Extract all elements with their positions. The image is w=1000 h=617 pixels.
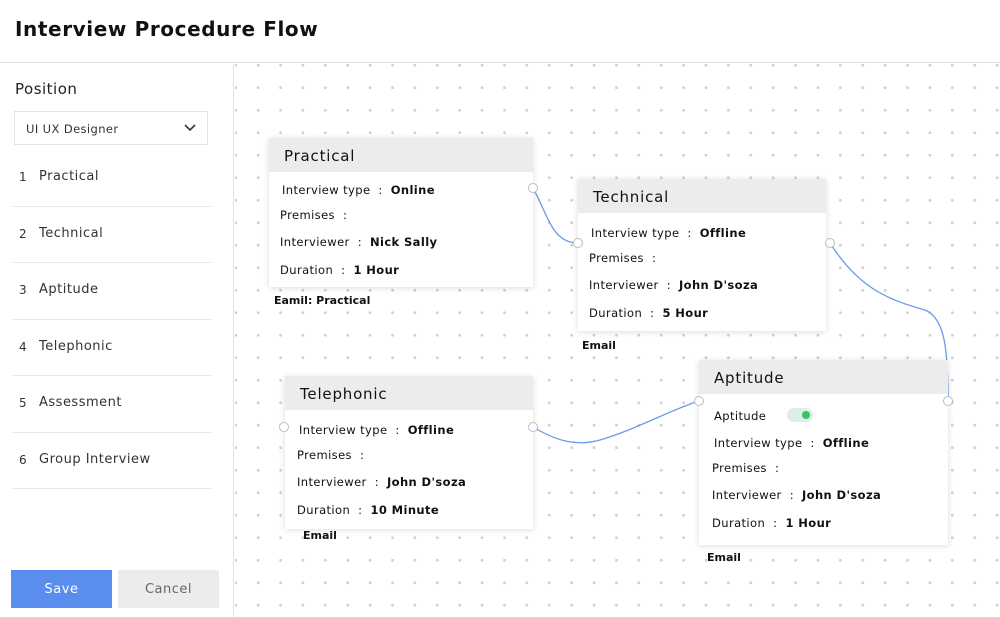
port-aptitude-in[interactable]	[694, 396, 704, 406]
duration-row: Duration:1 Hour	[280, 263, 400, 277]
port-technical-in[interactable]	[573, 238, 583, 248]
port-aptitude-out[interactable]	[943, 396, 953, 406]
page-title: Interview Procedure Flow	[15, 17, 319, 41]
aptitude-toggle-row: Aptitude	[714, 409, 767, 423]
step-number: 1	[19, 170, 27, 184]
duration-row: Duration:10 Minute	[297, 503, 440, 517]
premises-row: Premises:	[712, 461, 780, 475]
step-list: 1 Practical 2 Technical 3 Aptitude 4 Tel…	[12, 150, 212, 489]
card-email-technical: Email	[582, 339, 616, 352]
duration-row: Duration:5 Hour	[589, 306, 709, 320]
interview-type-row: Interview type:Online	[282, 183, 435, 197]
step-label: Telephonic	[39, 338, 113, 354]
step-number: 6	[19, 452, 27, 467]
position-select[interactable]: UI UX Designer	[14, 111, 208, 145]
port-practical-out[interactable]	[528, 183, 538, 193]
sidebar: Position UI UX Designer 1 Practical 2 Te…	[0, 64, 234, 617]
step-number: 2	[19, 226, 27, 241]
step-item-practical[interactable]: 1 Practical	[12, 150, 212, 207]
interview-type-row: Interview type:Offline	[714, 436, 870, 450]
node-card-telephonic[interactable]: Telephonic Interview type:Offline Premis…	[285, 376, 533, 529]
step-item-technical[interactable]: 2 Technical	[12, 207, 212, 263]
position-label: Position	[15, 80, 78, 98]
interview-type-row: Interview type:Offline	[591, 226, 747, 240]
card-title: Aptitude	[699, 360, 948, 394]
node-card-technical[interactable]: Technical Interview type:Offline Premise…	[578, 179, 826, 331]
interviewer-row: Interviewer:John D'soza	[589, 278, 759, 292]
card-title: Telephonic	[285, 376, 533, 410]
card-email-practical: Eamil: Practical	[274, 294, 371, 307]
premises-row: Premises:	[589, 251, 657, 265]
interviewer-row: Interviewer:John D'soza	[297, 475, 467, 489]
step-item-telephonic[interactable]: 4 Telephonic	[12, 320, 212, 376]
card-title: Practical	[269, 138, 533, 172]
interview-type-row: Interview type:Offline	[299, 423, 455, 437]
save-button[interactable]: Save	[11, 570, 112, 608]
position-select-value: UI UX Designer	[26, 122, 119, 136]
card-title: Technical	[578, 179, 826, 213]
interviewer-row: Interviewer:Nick Sally	[280, 235, 438, 249]
port-telephonic-in[interactable]	[279, 422, 289, 432]
step-number: 5	[19, 396, 27, 410]
aptitude-toggle[interactable]	[787, 408, 813, 422]
step-number: 3	[19, 283, 27, 297]
port-technical-out[interactable]	[825, 238, 835, 248]
step-label: Group Interview	[39, 451, 151, 467]
top-bar: Interview Procedure Flow	[0, 0, 1000, 63]
toggle-knob	[802, 411, 810, 419]
interviewer-row: Interviewer:John D'soza	[712, 488, 882, 502]
card-email-telephonic: Email	[303, 529, 337, 542]
cancel-button[interactable]: Cancel	[118, 570, 219, 608]
step-label: Technical	[39, 225, 104, 241]
port-telephonic-out[interactable]	[528, 422, 538, 432]
node-card-aptitude[interactable]: Aptitude Aptitude Interview type:Offline…	[699, 360, 948, 545]
step-number: 4	[19, 339, 27, 354]
step-item-assessment[interactable]: 5 Assessment	[12, 376, 212, 433]
duration-row: Duration:1 Hour	[712, 516, 832, 530]
node-card-practical[interactable]: Practical Interview type:Online Premises…	[269, 138, 533, 287]
step-label: Aptitude	[39, 282, 99, 297]
step-item-group-interview[interactable]: 6 Group Interview	[12, 433, 212, 489]
step-item-aptitude[interactable]: 3 Aptitude	[12, 263, 212, 320]
step-label: Practical	[39, 169, 100, 184]
chevron-down-icon	[184, 124, 196, 132]
premises-row: Premises:	[297, 448, 365, 462]
step-label: Assessment	[39, 395, 122, 410]
premises-row: Premises:	[280, 208, 348, 222]
card-email-aptitude: Email	[707, 551, 741, 564]
